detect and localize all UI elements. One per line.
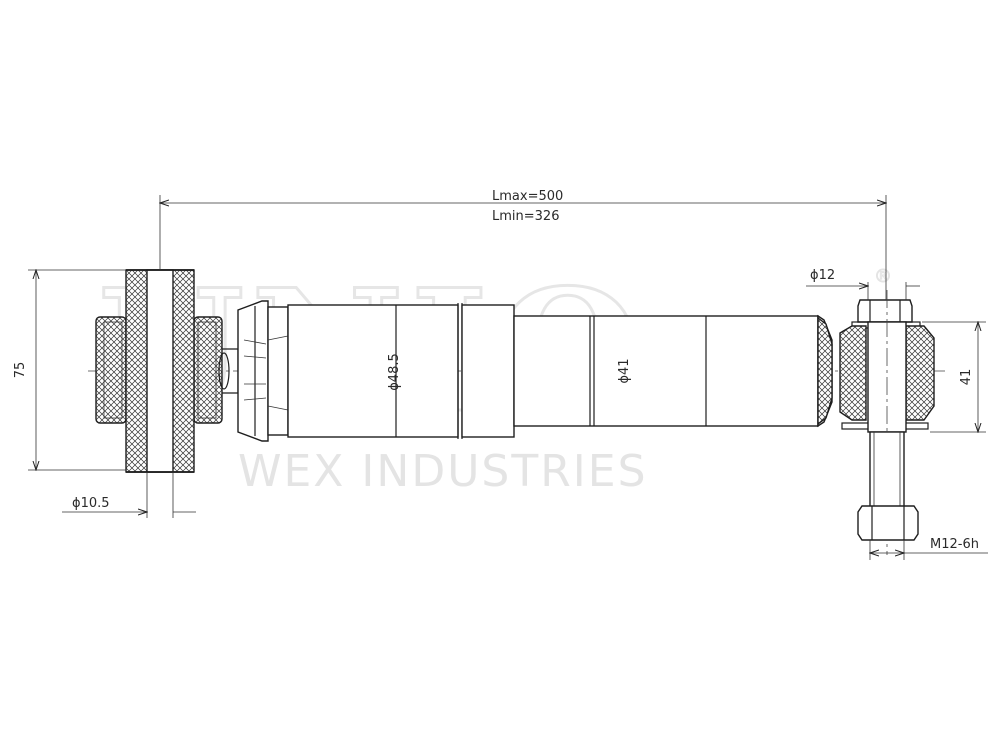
body-diameter-label: ϕ48.5 <box>387 353 402 391</box>
inner-tube-body <box>513 315 819 427</box>
left-eye-mount <box>95 269 239 473</box>
outer-tube-body <box>287 304 459 438</box>
stud-bushing-left <box>839 325 867 421</box>
mount-height-label: 41 <box>959 369 974 386</box>
lmax-label: Lmax=500 <box>492 189 563 204</box>
stud-diameter-label: ϕ12 <box>810 268 835 283</box>
outer-tube: ϕ48.5 <box>287 303 515 439</box>
inner-tube: ϕ41 <box>513 314 833 428</box>
tube-diameter-label: ϕ41 <box>617 358 632 383</box>
thread-label: M12-6h <box>930 537 979 552</box>
left-sleeve <box>146 269 174 473</box>
left-bushing-outer <box>95 316 127 424</box>
dust-cap <box>237 300 289 442</box>
eye-height-label: 75 <box>13 362 28 379</box>
stud-bushing-right <box>905 325 935 421</box>
stud-nut-top <box>857 299 913 323</box>
stud-thread <box>869 431 905 511</box>
lmin-label: Lmin=326 <box>492 209 559 224</box>
dimension-lines: Lmax=500 Lmin=326 75 ϕ10.5 ϕ12 41 M12-6h <box>13 189 988 560</box>
right-stud-mount <box>839 290 935 555</box>
watermark-company: WEX INDUSTRIES <box>238 446 648 497</box>
stud-nut-bottom <box>857 505 919 541</box>
watermark-registered-mark: ® <box>874 266 892 287</box>
bolt-hole-label: ϕ10.5 <box>72 496 110 511</box>
